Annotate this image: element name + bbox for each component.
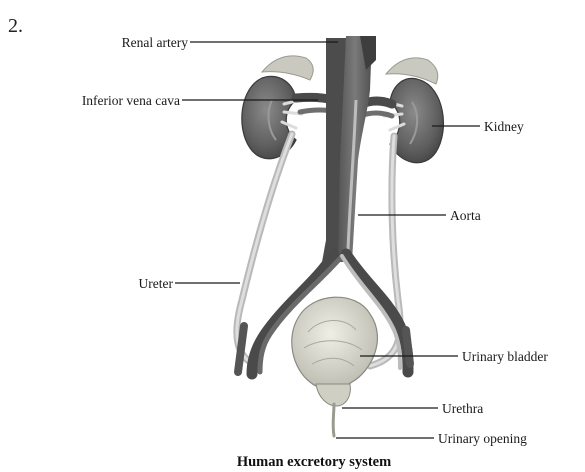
label-inferior-vena-cava: Inferior vena cava xyxy=(82,93,180,108)
label-ureter: Ureter xyxy=(139,276,174,291)
label-renal-artery: Renal artery xyxy=(122,35,189,50)
label-urethra: Urethra xyxy=(442,401,483,416)
label-aorta: Aorta xyxy=(450,208,481,223)
label-kidney: Kidney xyxy=(484,119,524,134)
left-kidney xyxy=(242,76,302,158)
urethra xyxy=(333,404,334,436)
figure-caption: Human excretory system xyxy=(237,454,391,470)
bladder xyxy=(292,297,378,406)
anatomy-illustration xyxy=(237,36,444,436)
label-urinary-opening: Urinary opening xyxy=(438,431,527,446)
question-number: 2. xyxy=(8,15,23,37)
label-urinary-bladder: Urinary bladder xyxy=(462,349,548,364)
